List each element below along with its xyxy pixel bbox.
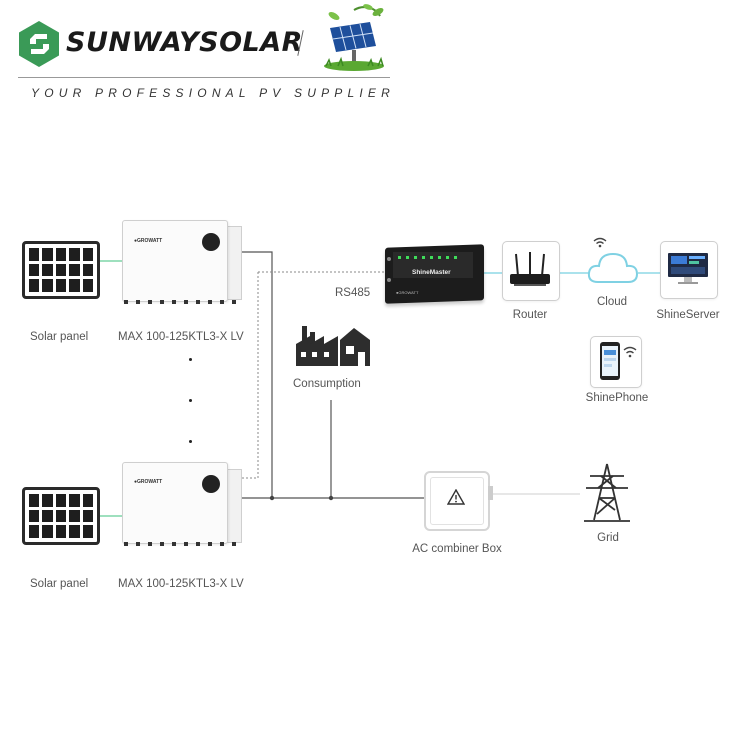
phone-icon — [600, 342, 637, 380]
inverter-bottom-label: MAX 100-125KTL3-X LV — [118, 578, 244, 590]
ac-combiner-label: AC combiner Box — [412, 543, 502, 555]
tagline: YOUR PROFESSIONAL PV SUPPLIER — [31, 86, 395, 100]
factory-icon — [296, 326, 370, 366]
inverter-top-logo: ●GROWATT — [134, 238, 163, 244]
monitor-icon — [668, 253, 708, 284]
brand-name: SUNWAYSOLAR — [66, 27, 303, 58]
consumption-label: Consumption — [293, 378, 361, 390]
inverter-bottom-logo: ●GROWATT — [134, 479, 163, 485]
inverter-top-label: MAX 100-125KTL3-X LV — [118, 331, 244, 343]
grid-label: Grid — [597, 532, 619, 544]
inverter-bottom-display-icon — [202, 475, 220, 493]
solar-panel-bottom-label: Solar panel — [30, 578, 89, 590]
header-underline — [18, 77, 390, 78]
router-icon — [510, 252, 550, 286]
sunway-logo-icon — [19, 21, 59, 67]
solar-panel-bottom — [22, 487, 100, 545]
transmission-tower-icon — [584, 463, 630, 522]
solar-tree-logo-icon — [324, 4, 384, 71]
shinemaster-leds-icon — [398, 256, 458, 259]
shinemaster-label: ShineMaster — [412, 269, 451, 276]
warning-icon — [447, 489, 465, 505]
solar-panel-top — [22, 241, 100, 299]
shineserver-label: ShineServer — [656, 309, 720, 321]
cloud-label: Cloud — [596, 296, 628, 308]
solar-panel-top-label: Solar panel — [30, 331, 89, 343]
rs485-label: RS485 — [335, 287, 371, 299]
shinephone-label: ShinePhone — [585, 392, 649, 404]
router-label: Router — [512, 309, 548, 321]
header: SUNWAYSOLAR YOUR PROFESSIONAL PV SUPPLIE… — [0, 0, 742, 110]
cloud-icon — [587, 252, 639, 283]
wifi-icon — [593, 237, 607, 248]
inverter-top-display-icon — [202, 233, 220, 251]
